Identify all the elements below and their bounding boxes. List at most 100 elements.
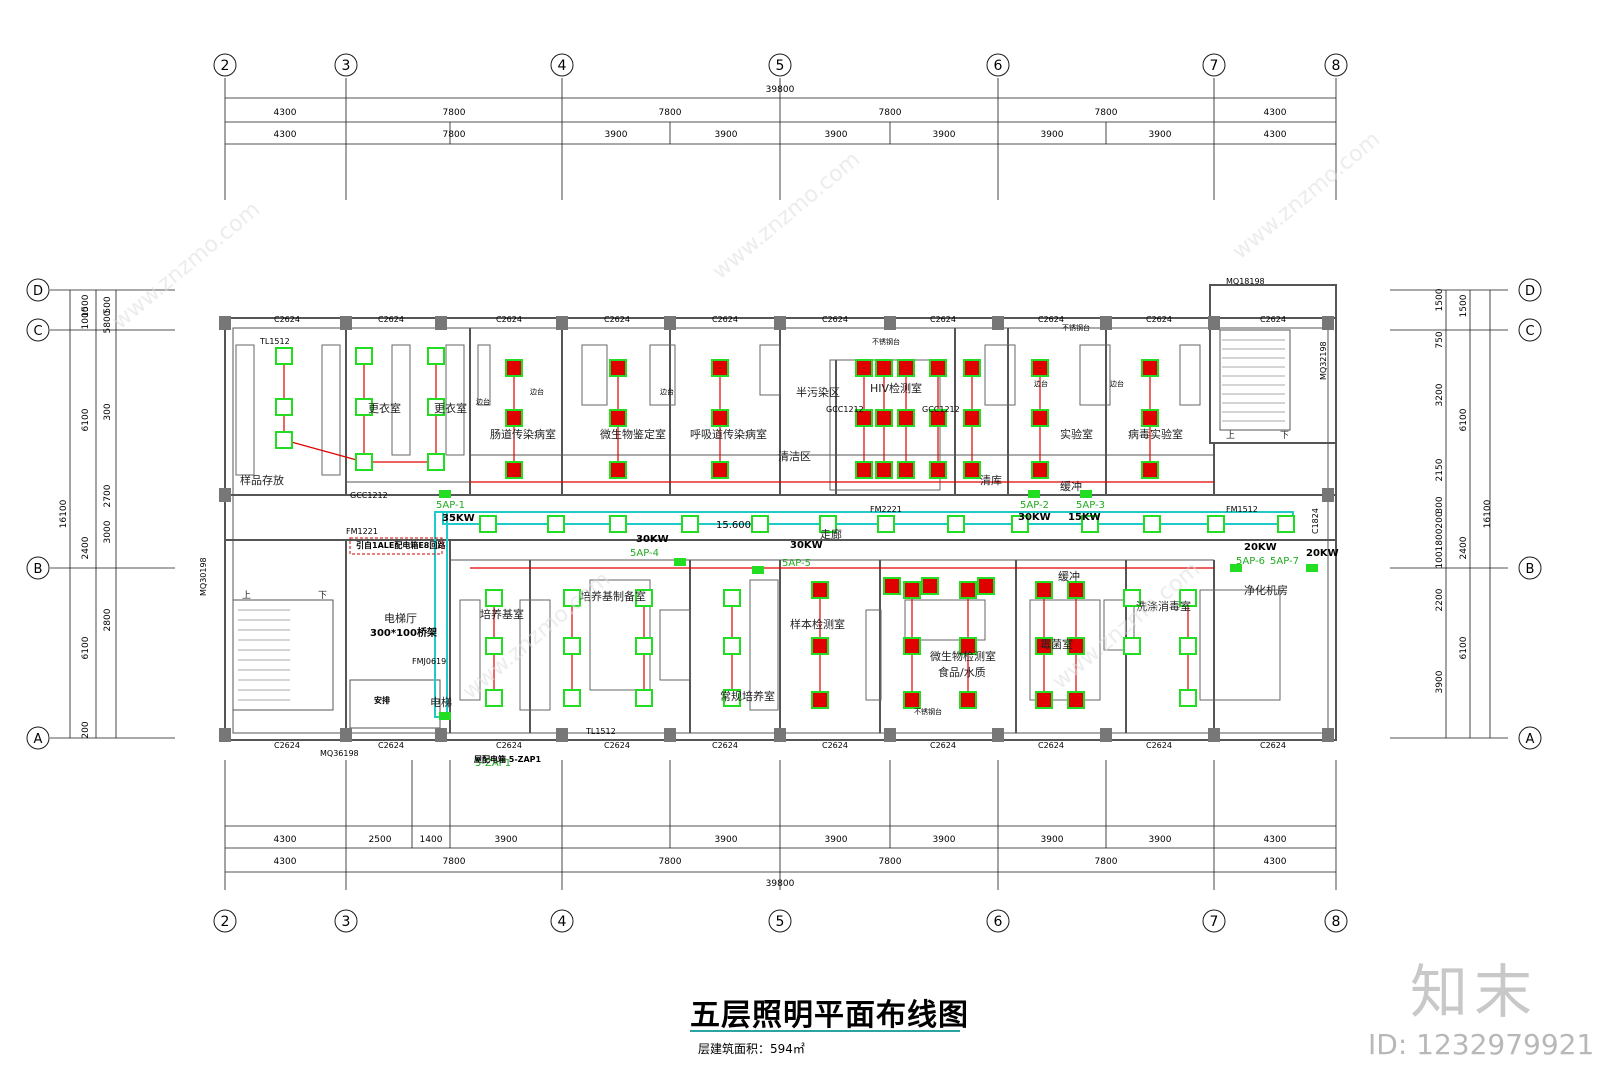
door-tag: GCC1212 xyxy=(350,491,388,500)
light-fixture xyxy=(1179,589,1197,607)
grid-bubble xyxy=(1202,53,1226,77)
room-label: 常规培养室 xyxy=(720,689,775,703)
window-tag: C2624 xyxy=(604,315,630,324)
clean-light-fixture xyxy=(963,409,981,427)
clean-light-fixture xyxy=(855,461,873,479)
bench-label: 不锈钢台 xyxy=(1062,323,1090,332)
window-tag: C2624 xyxy=(496,315,522,324)
clean-light-fixture xyxy=(903,581,921,599)
window-tag: C2624 xyxy=(712,315,738,324)
stair-direction: 下 xyxy=(1280,431,1289,441)
grid-lines xyxy=(50,78,1508,890)
clean-light-fixture xyxy=(897,461,915,479)
clean-light-fixture xyxy=(1067,691,1085,709)
door-tag: C1824 xyxy=(1311,508,1320,534)
watermark-text: www.znzmo.com xyxy=(708,147,865,285)
dim-right-b: 2200 xyxy=(1435,588,1445,611)
clean-light-fixture xyxy=(929,359,947,377)
clean-light-fixture xyxy=(855,409,873,427)
dim-top-1: 7800 xyxy=(659,108,682,118)
dim-top-2: 4300 xyxy=(1264,130,1287,140)
equipment-shape xyxy=(589,579,651,691)
room-label: 实验室 xyxy=(1060,427,1093,441)
dim-top-1: 7800 xyxy=(1095,108,1118,118)
window-tag: C2624 xyxy=(378,741,404,750)
clean-light-fixture xyxy=(897,409,915,427)
light-fixture xyxy=(1277,515,1295,533)
room-label: 病毒实验室 xyxy=(1128,427,1183,441)
structural-columns xyxy=(219,316,1334,742)
light-fixture xyxy=(427,398,445,416)
clean-light-fixture xyxy=(929,461,947,479)
grid-bubble-label: B xyxy=(34,562,43,577)
light-fixture xyxy=(1179,689,1197,707)
grid-bubble-label: 8 xyxy=(1332,914,1341,930)
room-label: 洗涤消毒室 xyxy=(1136,599,1191,613)
light-fixture xyxy=(485,589,503,607)
stair-direction: 上 xyxy=(242,590,251,601)
light-fixture xyxy=(1143,515,1161,533)
door-tag: MQ32198 xyxy=(1319,341,1328,380)
grid-bubble xyxy=(986,53,1010,77)
bench-label: 边台 xyxy=(660,387,674,396)
panel-label: 5AP-1 xyxy=(436,500,465,511)
door-tag: FM1512 xyxy=(1226,505,1258,514)
room-label: 肠道传染病室 xyxy=(490,427,556,441)
dim-left-a: 6100 xyxy=(81,636,91,659)
light-fixture xyxy=(681,515,699,533)
clean-light-fixture xyxy=(1035,581,1053,599)
stair-direction: 下 xyxy=(318,591,327,601)
door-tag: MQ18198 xyxy=(1226,277,1265,286)
window-tag: C2624 xyxy=(1260,741,1286,750)
panel-label: 5AP-2 xyxy=(1020,500,1049,511)
clean-light-fixture xyxy=(963,461,981,479)
light-fixture xyxy=(1179,637,1197,655)
window-tag: C2624 xyxy=(274,741,300,750)
grid-bubble-label: A xyxy=(34,732,43,747)
brand-logo: 知末 xyxy=(1410,958,1539,1026)
distribution-panel xyxy=(752,566,764,574)
dim-right-b: 200 xyxy=(1435,511,1445,528)
dim-bot-2: 4300 xyxy=(1264,857,1287,867)
light-fixture xyxy=(427,347,445,365)
equipment-shape xyxy=(865,609,882,701)
note-box xyxy=(349,537,443,555)
dim-total-top: 39800 xyxy=(766,85,795,95)
equipment-shape xyxy=(1199,589,1281,701)
dim-top-2: 3900 xyxy=(1041,130,1064,140)
window-tag: C2624 xyxy=(604,741,630,750)
dim-right-b: 3900 xyxy=(1435,670,1445,693)
dim-left-b: 300 xyxy=(103,403,113,420)
title-underline xyxy=(690,1030,960,1032)
note: 300*100桥架 xyxy=(370,626,437,639)
dim-bot-2: 7800 xyxy=(659,857,682,867)
light-fixture xyxy=(355,347,373,365)
dim-bot-1: 3900 xyxy=(933,835,956,845)
power-label: 30KW xyxy=(790,540,823,551)
column xyxy=(435,316,447,330)
clean-light-fixture xyxy=(929,409,947,427)
grid-bubble xyxy=(550,53,574,77)
clean-light-fixture xyxy=(1035,637,1053,655)
equipment-shape xyxy=(659,609,691,681)
watermark-text: www.znzmo.com xyxy=(108,197,265,335)
light-fixture xyxy=(1011,515,1029,533)
column xyxy=(664,728,676,742)
grid-bubble-label: 2 xyxy=(221,914,230,930)
distribution-panel xyxy=(1028,490,1040,498)
clean-light-fixture xyxy=(959,637,977,655)
grid-bubble-label: 7 xyxy=(1210,914,1219,930)
equipment-shape xyxy=(649,344,676,406)
grid-bubble xyxy=(26,318,50,342)
door-tag: MQ30198 xyxy=(199,557,208,596)
clean-light-fixture xyxy=(1141,359,1159,377)
column xyxy=(556,316,568,330)
grid-bubble-label: B xyxy=(1526,562,1535,577)
panel-label: 5AP-5 xyxy=(782,558,811,569)
bench-label: 边台 xyxy=(1034,379,1048,388)
grid-bubble-label: 3 xyxy=(342,58,351,74)
room-label: 更衣室 xyxy=(368,401,401,415)
dim-bot-1: 1400 xyxy=(420,835,443,845)
room-label: 清库 xyxy=(980,474,1002,487)
clean-light-fixture xyxy=(875,409,893,427)
